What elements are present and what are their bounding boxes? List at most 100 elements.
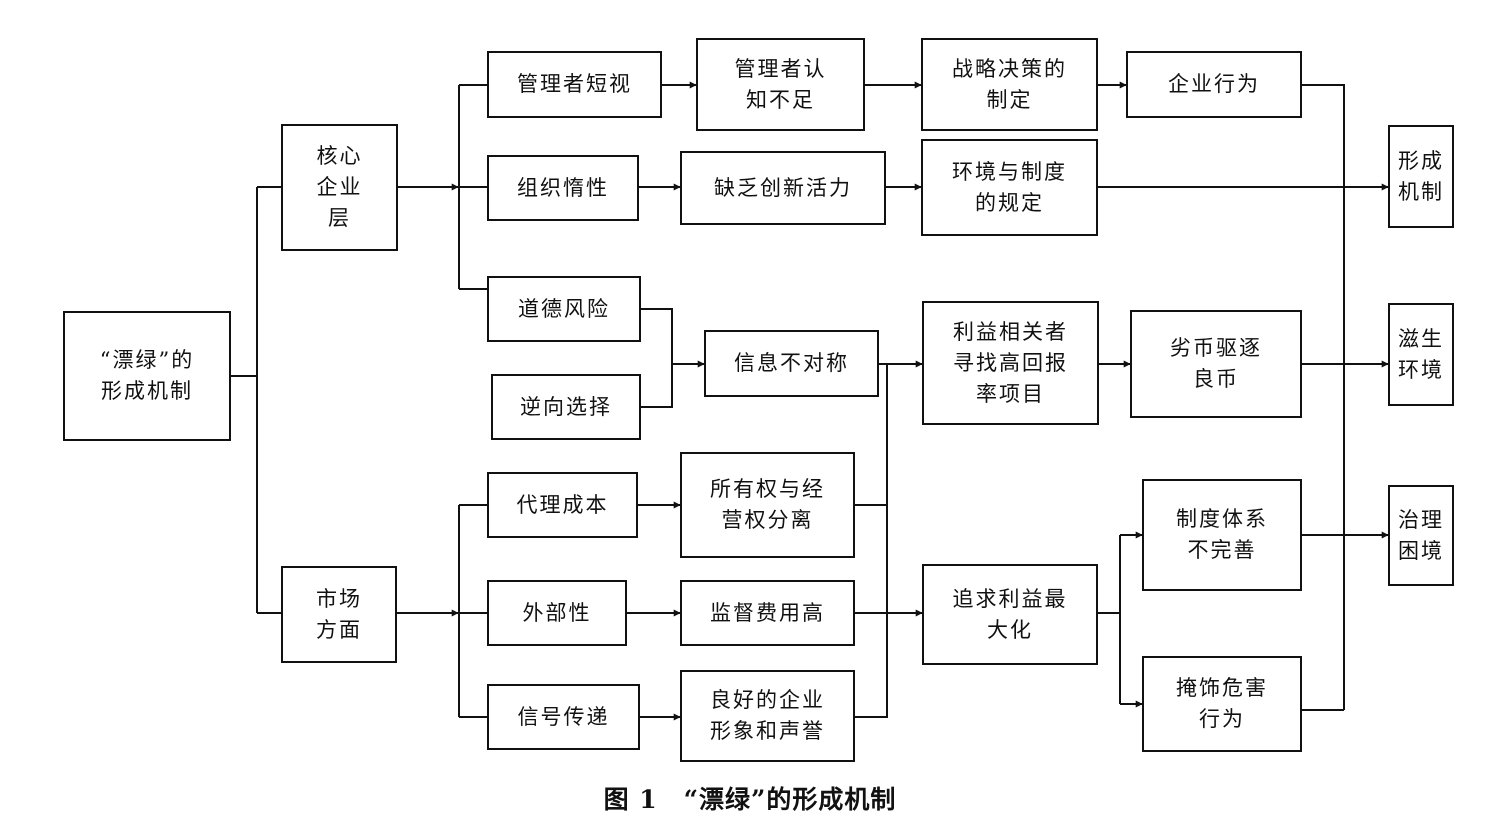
node-label: 良好的企业形象和声誉 bbox=[710, 685, 825, 747]
node-label-line: 信息不对称 bbox=[734, 351, 849, 375]
line-behavior-to-trunk bbox=[1302, 84, 1345, 710]
node-info-asymmetry: 信息不对称 bbox=[704, 330, 879, 397]
node-label-line: 机制 bbox=[1398, 179, 1444, 204]
node-label-line: 环境 bbox=[1398, 357, 1444, 382]
node-label-line: 管理者短视 bbox=[517, 72, 632, 96]
node-supervision-cost: 监督费用高 bbox=[680, 580, 855, 646]
node-good-image: 良好的企业形象和声誉 bbox=[680, 670, 855, 762]
node-label: 战略决策的制定 bbox=[952, 54, 1067, 116]
node-conceal-harm: 掩饰危害行为 bbox=[1142, 656, 1302, 752]
node-label: 追求利益最大化 bbox=[953, 584, 1068, 646]
node-label-line: 不完善 bbox=[1187, 538, 1257, 562]
node-adverse-selection: 逆向选择 bbox=[491, 374, 641, 440]
node-label-line: 缺乏创新活力 bbox=[714, 175, 852, 200]
node-label: 道德风险 bbox=[518, 294, 610, 325]
node-agency-cost: 代理成本 bbox=[487, 472, 638, 538]
node-stakeholders: 利益相关者寻找高回报率项目 bbox=[922, 301, 1099, 425]
figure-caption: 图 1 “漂绿”的形成机制 bbox=[603, 785, 897, 814]
node-label: 管理者认知不足 bbox=[735, 54, 827, 116]
node-label-line: 逆向选择 bbox=[520, 394, 612, 419]
node-label-line: 代理成本 bbox=[516, 492, 609, 517]
node-label: 逆向选择 bbox=[520, 392, 612, 423]
node-label-line: 大化 bbox=[987, 617, 1033, 642]
node-label-line: 良好的企业 bbox=[710, 688, 825, 712]
node-label: “漂绿”的形成机制 bbox=[100, 345, 194, 407]
node-label-line: 良币 bbox=[1193, 367, 1239, 391]
node-moral-hazard: 道德风险 bbox=[487, 276, 641, 342]
node-profit-max: 追求利益最大化 bbox=[922, 564, 1098, 665]
node-label-line: 企业 bbox=[316, 175, 363, 199]
node-env-institution: 环境与制度的规定 bbox=[921, 139, 1098, 236]
node-manager-myopia: 管理者短视 bbox=[487, 51, 662, 118]
node-label-line: 外部性 bbox=[522, 600, 592, 625]
node-label-line: 战略决策的 bbox=[952, 56, 1067, 81]
node-strategy-making: 战略决策的制定 bbox=[921, 38, 1098, 131]
node-label: 管理者短视 bbox=[517, 69, 632, 100]
node-label-line: 道德风险 bbox=[518, 296, 610, 321]
node-label-line: 制度体系 bbox=[1176, 507, 1268, 531]
node-label-line: 形象和声誉 bbox=[710, 719, 825, 743]
node-label: 核心企业层 bbox=[317, 141, 363, 234]
node-label-line: 层 bbox=[328, 206, 351, 230]
node-root: “漂绿”的形成机制 bbox=[63, 311, 231, 441]
node-label: 缺乏创新活力 bbox=[714, 173, 852, 204]
node-breeding-env: 滋生环境 bbox=[1388, 303, 1454, 406]
node-label: 组织惰性 bbox=[517, 173, 609, 204]
node-label-line: 利益相关者 bbox=[953, 319, 1068, 344]
node-label: 代理成本 bbox=[517, 490, 609, 521]
node-label: 滋生环境 bbox=[1398, 324, 1444, 386]
node-bad-money: 劣币驱逐良币 bbox=[1130, 310, 1302, 418]
node-label-line: 追求利益最 bbox=[952, 586, 1068, 611]
node-label-line: 核心 bbox=[316, 144, 363, 168]
node-label-line: 滋生 bbox=[1398, 326, 1444, 351]
node-label-line: 形成机制 bbox=[100, 379, 193, 403]
node-label: 形成机制 bbox=[1398, 146, 1444, 208]
node-label-line: 形成 bbox=[1398, 148, 1444, 173]
node-label-line: 管理者认 bbox=[734, 56, 827, 81]
node-signaling: 信号传递 bbox=[487, 684, 640, 750]
node-label-line: 营权分离 bbox=[721, 508, 814, 532]
node-label-line: 行为 bbox=[1199, 707, 1245, 731]
node-label-line: 监督费用高 bbox=[710, 600, 825, 625]
node-label: 企业行为 bbox=[1168, 69, 1260, 100]
node-label: 所有权与经营权分离 bbox=[710, 474, 825, 536]
node-label-line: 困境 bbox=[1398, 538, 1444, 563]
node-label: 市场方面 bbox=[316, 584, 362, 646]
node-label: 信号传递 bbox=[518, 702, 610, 733]
node-label: 治理困境 bbox=[1398, 505, 1444, 567]
node-enterprise-behavior: 企业行为 bbox=[1126, 51, 1302, 118]
node-label-line: 组织惰性 bbox=[517, 175, 609, 200]
node-label: 利益相关者寻找高回报率项目 bbox=[953, 317, 1068, 410]
node-label-line: 企业行为 bbox=[1168, 72, 1260, 96]
node-label-line: 知不足 bbox=[746, 87, 815, 112]
line-ownership-join bbox=[855, 504, 888, 718]
node-label-line: 制定 bbox=[986, 87, 1033, 112]
node-label: 信息不对称 bbox=[734, 348, 849, 379]
line-moral-join bbox=[641, 308, 673, 408]
node-imperfect-system: 制度体系不完善 bbox=[1142, 479, 1302, 591]
node-formation: 形成机制 bbox=[1388, 125, 1454, 228]
node-label: 掩饰危害行为 bbox=[1176, 673, 1268, 735]
node-core-enterprise: 核心企业层 bbox=[281, 124, 398, 251]
node-ownership-separation: 所有权与经营权分离 bbox=[680, 452, 855, 558]
node-lack-innovation: 缺乏创新活力 bbox=[680, 151, 886, 225]
node-label-line: 劣币驱逐 bbox=[1170, 336, 1262, 360]
node-manager-cognition: 管理者认知不足 bbox=[696, 38, 865, 131]
node-market: 市场方面 bbox=[281, 566, 397, 663]
node-label-line: 掩饰危害 bbox=[1176, 676, 1268, 700]
node-label: 监督费用高 bbox=[710, 598, 825, 629]
node-label-line: “漂绿”的 bbox=[99, 348, 195, 372]
node-label-line: 所有权与经 bbox=[710, 477, 825, 501]
node-label: 外部性 bbox=[523, 598, 592, 629]
node-label-line: 寻找高回报 bbox=[953, 350, 1068, 375]
node-externality: 外部性 bbox=[487, 580, 627, 646]
node-label: 环境与制度的规定 bbox=[952, 157, 1067, 219]
node-label-line: 环境与制度 bbox=[952, 159, 1067, 184]
node-label-line: 治理 bbox=[1398, 507, 1444, 532]
node-label: 劣币驱逐良币 bbox=[1170, 333, 1262, 395]
node-label-line: 率项目 bbox=[976, 381, 1045, 406]
node-label-line: 的规定 bbox=[975, 190, 1044, 215]
node-org-inertia: 组织惰性 bbox=[487, 155, 639, 221]
